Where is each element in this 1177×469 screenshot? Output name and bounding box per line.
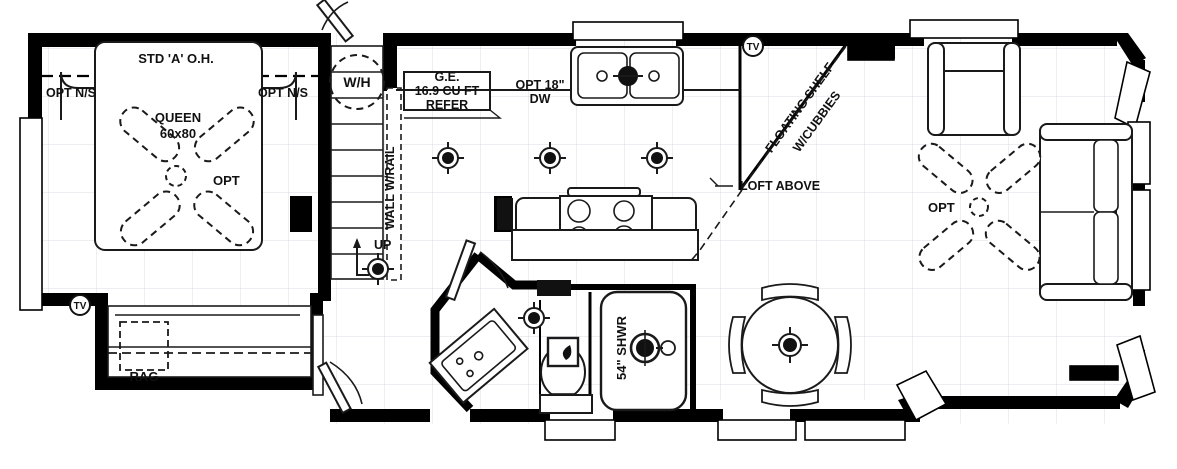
- label-dishwasher-opt: OPT 18": [516, 78, 565, 92]
- label-tv-bedroom: TV: [74, 301, 87, 312]
- rag-closet-area: [69, 294, 363, 415]
- toilet: [539, 336, 593, 414]
- nightstand-left-bracket: [60, 71, 95, 89]
- kitchen-area: [362, 46, 740, 285]
- water-heater-circle: [329, 54, 385, 110]
- window-living-top: [909, 19, 1019, 39]
- window-dining-1: [717, 419, 797, 441]
- island-end-panel: [497, 198, 513, 230]
- window-bath-bottom: [544, 419, 616, 441]
- ceiling-light: [362, 253, 394, 285]
- dining-chairs: [728, 283, 852, 407]
- dining-area: [728, 283, 852, 407]
- ceiling-light: [518, 302, 550, 334]
- window-dining-2: [804, 419, 906, 441]
- ceiling-light: [432, 142, 464, 174]
- bathroom-area: [428, 239, 688, 414]
- kitchen-sink: [570, 46, 684, 106]
- shower-54: [599, 290, 688, 412]
- label-std-overhead: STD 'A' O.H.: [138, 51, 214, 66]
- label-opt-ns-right: OPT N/S: [258, 86, 308, 100]
- ceiling-light: [534, 142, 566, 174]
- optional-ceiling-fan-living: [917, 142, 1042, 271]
- tv-outlet-living: [742, 35, 764, 57]
- sofa: [1039, 123, 1133, 301]
- bedroom-area: [41, 41, 318, 251]
- label-opt-ns-left: OPT N/S: [46, 86, 96, 100]
- kitchen-ceiling-lights: [362, 142, 673, 285]
- dining-chair-top: [761, 283, 819, 302]
- label-stairs-up: UP: [374, 238, 391, 252]
- window-kitchen-top: [572, 21, 684, 41]
- label-loft-above: LOFT ABOVE: [740, 179, 820, 193]
- optional-ceiling-fan-bedroom: [119, 106, 255, 247]
- label-dishwasher: DW: [530, 92, 551, 106]
- bathroom-door: [444, 239, 509, 302]
- window-right-lower-angled: [1116, 334, 1156, 402]
- label-tv-living: TV: [747, 42, 760, 53]
- fan-hub-bedroom: [165, 165, 187, 187]
- label-water-heater: W/H: [343, 74, 370, 90]
- recliner-chair: [927, 42, 1021, 136]
- closet-door-panel: [312, 314, 324, 396]
- living-room-area: [742, 35, 1133, 301]
- label-refrigerator-type: REFER: [426, 98, 468, 112]
- range-hood: [567, 187, 641, 197]
- window-living-bottom-sill: [1069, 365, 1119, 381]
- fan-hub-living: [969, 197, 989, 217]
- label-refrigerator-capacity: 16.9 CU FT: [415, 84, 480, 98]
- label-shower: 54" SHWR: [614, 315, 629, 380]
- rag-closet: [107, 305, 312, 378]
- dining-chair-bottom: [761, 388, 819, 407]
- nightstand-right-bracket: [262, 71, 297, 89]
- stairs-up-arrow: [356, 240, 369, 276]
- label-queen: QUEEN: [155, 110, 201, 125]
- loft-above-dashed: [689, 189, 743, 263]
- stair-treads: [331, 71, 383, 255]
- tv-outlet-bedroom: [69, 294, 91, 316]
- medicine-cabinet: [537, 280, 571, 296]
- rag-dashed-box: [119, 321, 169, 371]
- label-wall-with-rail: WALL W/RAIL: [383, 146, 397, 229]
- entry-door-top: [315, 0, 355, 43]
- dining-chair-right: [833, 316, 852, 374]
- ceiling-light: [641, 142, 673, 174]
- vanity-sink: [428, 307, 529, 405]
- vent-living-top: [847, 45, 895, 61]
- kitchen-island: [497, 187, 699, 261]
- window-bedroom-left: [19, 117, 43, 311]
- label-opt-fan-living: OPT: [928, 200, 955, 215]
- wall-with-rail: [386, 87, 402, 281]
- label-refrigerator-brand: G.E.: [434, 70, 459, 84]
- loft-and-shelf: [689, 45, 847, 263]
- label-opt-fan-bedroom: OPT: [213, 173, 240, 188]
- entry-door-lower: [316, 361, 363, 415]
- ceiling-light: [772, 327, 808, 363]
- dining-chair-left: [728, 316, 747, 374]
- label-rag: RAG: [130, 369, 159, 384]
- window-bottom-right-angled: [895, 369, 948, 422]
- stairs-area: [329, 45, 402, 281]
- label-queen-size: 60x80: [160, 126, 196, 141]
- island-counter-overhang: [511, 229, 699, 261]
- floating-shelf-dashed: [741, 45, 847, 189]
